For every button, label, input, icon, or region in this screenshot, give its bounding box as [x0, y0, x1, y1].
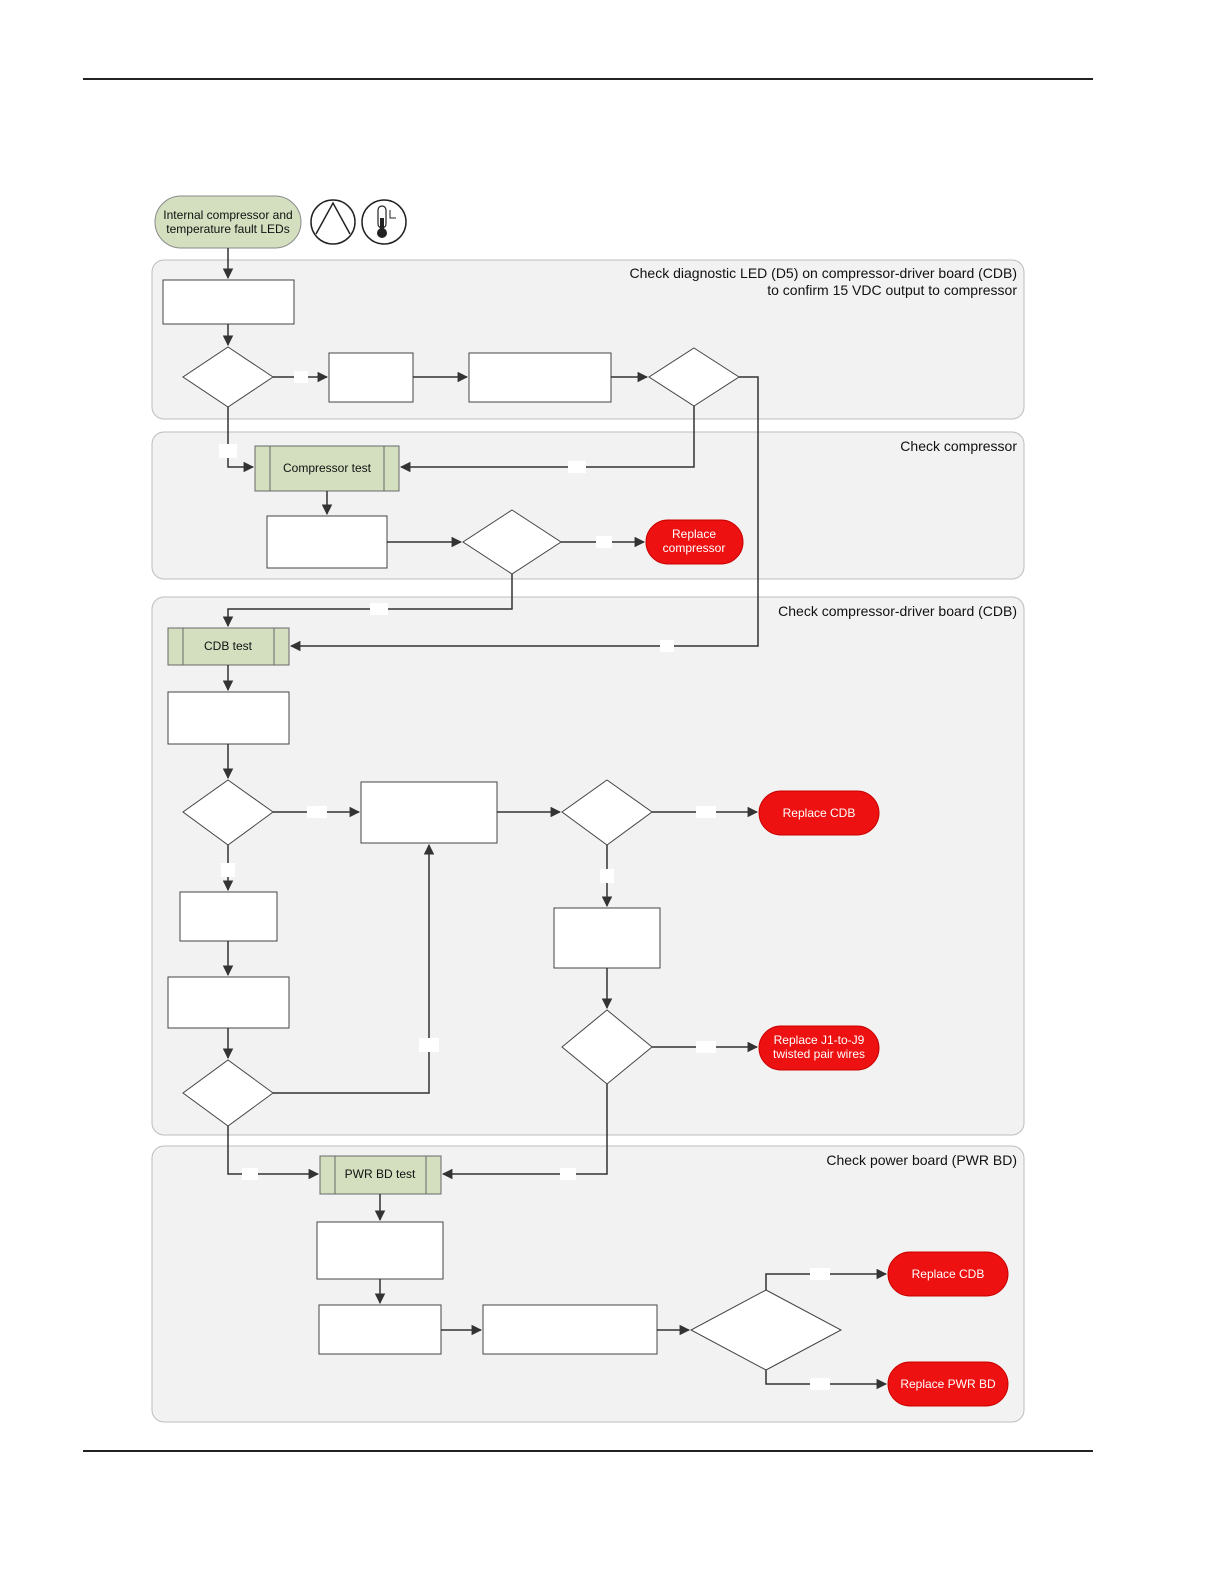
connector: [765, 1370, 888, 1390]
pwr-bd-test-label: PWR BD test: [345, 1167, 416, 1181]
bottom-rule: [83, 1450, 1093, 1452]
connector-label: [696, 1041, 716, 1053]
connector-label: [294, 371, 308, 383]
replace-pwr-bd-label: Replace PWR BD: [900, 1377, 996, 1391]
process-box-9: [167, 976, 290, 1029]
lane-title-1-line2: to confirm 15 VDC output to compressor: [767, 282, 1017, 298]
connector-label: [242, 1168, 258, 1180]
top-rule: [83, 78, 1093, 80]
compressor-test-label: Compressor test: [283, 461, 372, 475]
connector-label: [810, 1268, 830, 1280]
connector-label: [600, 869, 614, 883]
subprocess-compressor-test: Compressor test: [254, 445, 400, 492]
connector-label: [419, 1038, 439, 1052]
lane-title-3: Check compressor-driver board (CDB): [778, 603, 1017, 619]
connector-label: [568, 461, 586, 473]
lane-title-4: Check power board (PWR BD): [826, 1152, 1017, 1168]
connector: [441, 1084, 608, 1180]
replace-wires-line2: twisted pair wires: [773, 1047, 865, 1061]
process-box-10: [316, 1221, 444, 1280]
cdb-test-label: CDB test: [204, 639, 253, 653]
subprocess-cdb-test: CDB test: [167, 627, 290, 666]
process-box-6: [360, 781, 498, 844]
process-box-5: [167, 691, 290, 745]
process-box-2: [328, 352, 414, 403]
lane-title-2: Check compressor: [900, 438, 1017, 454]
connector: [273, 843, 435, 1094]
process-box-12: [482, 1304, 658, 1355]
connector-label: [696, 806, 716, 818]
start-line2: temperature fault LEDs: [166, 222, 289, 236]
connector-label: [307, 806, 327, 818]
process-box-11: [318, 1304, 442, 1355]
start-line1: Internal compressor and: [163, 208, 292, 222]
compressor-fault-icon: [310, 199, 356, 245]
temperature-fault-icon: [361, 199, 407, 245]
connector-label: [560, 1168, 576, 1180]
connector-label: [660, 640, 674, 652]
connector-labels: [219, 371, 830, 1390]
process-box-3: [468, 352, 612, 403]
replace-compressor-line2: compressor: [663, 541, 726, 555]
connector-label: [370, 603, 388, 615]
connector: [227, 407, 255, 473]
start-terminal: Internal compressor and temperature faul…: [154, 195, 302, 249]
connector: [227, 1126, 320, 1180]
subprocess-pwr-bd-test: PWR BD test: [319, 1155, 442, 1195]
connector: [289, 376, 759, 652]
connector-label: [810, 1378, 830, 1390]
connector-label: [221, 863, 235, 877]
process-box-8: [553, 907, 661, 969]
connector-label: [596, 536, 612, 548]
terminal-replace-pwr-bd: Replace PWR BD: [887, 1361, 1009, 1407]
process-box-7: [179, 891, 278, 942]
process-box-1: [162, 279, 295, 325]
replace-cdb-1-label: Replace CDB: [783, 806, 856, 820]
terminal-replace-cdb-2: Replace CDB: [887, 1251, 1009, 1297]
connector-label: [219, 444, 237, 458]
terminal-replace-compressor: Replace compressor: [645, 519, 744, 565]
terminal-replace-wires: Replace J1-to-J9 twisted pair wires: [758, 1025, 880, 1071]
connector: [765, 1268, 888, 1290]
connector: [399, 406, 695, 473]
replace-compressor-line1: Replace: [672, 527, 716, 541]
terminal-replace-cdb-1: Replace CDB: [758, 790, 880, 836]
process-box-4: [266, 515, 388, 569]
replace-wires-line1: Replace J1-to-J9: [774, 1033, 865, 1047]
replace-cdb-2-label: Replace CDB: [912, 1267, 985, 1281]
lane-check-cdb: Check compressor-driver board (CDB): [151, 596, 1025, 1136]
lane-title-1-line1: Check diagnostic LED (D5) on compressor-…: [630, 265, 1017, 281]
